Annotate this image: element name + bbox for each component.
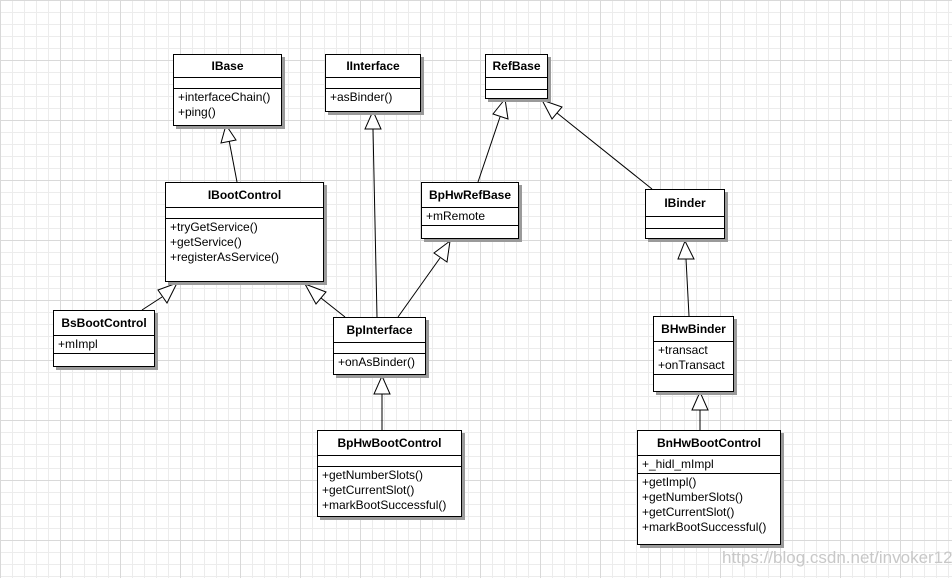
arrow-head-bpinterface (373, 374, 391, 395)
edge-ibootcontrol-ibase (228, 139, 238, 183)
edge-bsbootcontrol-ibootcontrol (141, 296, 163, 311)
class-ibinder[interactable]: IBinder (645, 189, 725, 239)
class-bsbootcontrol[interactable]: BsBootControl +mImpl (53, 310, 155, 367)
operation: +getNumberSlots() (642, 490, 744, 504)
arrow-head-bhwbinder (691, 390, 709, 411)
attributes-section: +mImpl (54, 336, 154, 354)
arrow-head-refbase-left (492, 97, 509, 120)
attributes-section: +_hidl_mImpl (638, 456, 780, 474)
operation: +interfaceChain() (178, 90, 271, 104)
attributes-section: +mRemote (422, 208, 518, 226)
arrow-head-iinterface (364, 109, 382, 130)
class-name: BnHwBootControl (638, 431, 780, 456)
arrow-head-ibinder (677, 239, 695, 260)
attribute: +onTransact (658, 358, 725, 372)
edge-bphwrefbase-refbase (477, 116, 501, 183)
operation: +getNumberSlots() (322, 468, 424, 482)
attributes-section (326, 78, 420, 89)
class-name: BsBootControl (54, 311, 154, 336)
operation: +asBinder() (330, 90, 393, 104)
edge-bpinterface-ibootcontrol (320, 297, 346, 318)
class-name: BpHwBootControl (318, 431, 461, 456)
class-name: BpHwRefBase (422, 183, 518, 208)
edge-bpinterface-bphwrefbase (397, 257, 441, 318)
attribute: +mRemote (426, 209, 486, 223)
operations-section (646, 229, 724, 239)
arrow-head-ibootcontrol-left (157, 282, 179, 304)
class-bpinterface[interactable]: BpInterface +onAsBinder() (333, 317, 426, 375)
operations-section: +asBinder() (326, 89, 420, 106)
class-name: BpInterface (334, 318, 425, 343)
operation: +ping() (178, 105, 216, 119)
arrow-head-bphwrefbase (433, 239, 451, 263)
class-name: IBinder (646, 190, 724, 217)
operations-section (654, 375, 733, 385)
operation: +tryGetService() (170, 220, 258, 234)
class-name: BHwBinder (654, 317, 733, 342)
attributes-section (334, 343, 425, 354)
watermark: https://blog.csdn.net/invoker123 (722, 548, 952, 567)
attributes-section (318, 456, 461, 467)
attributes-section: +transact +onTransact (654, 342, 733, 375)
class-name: RefBase (486, 55, 547, 78)
operations-section: +onAsBinder() (334, 354, 425, 371)
class-bhwbinder[interactable]: BHwBinder +transact +onTransact (653, 316, 734, 392)
class-bphwrefbase[interactable]: BpHwRefBase +mRemote (421, 182, 519, 239)
attribute: +_hidl_mImpl (642, 457, 714, 471)
operation: +getImpl() (642, 475, 697, 489)
operation: +getService() (170, 235, 242, 249)
arrow-head-ibootcontrol-right (303, 283, 327, 305)
operations-section (486, 90, 547, 100)
class-name: IBase (174, 55, 281, 78)
operation: +markBootSuccessful() (642, 520, 767, 534)
operation: +getCurrentSlot() (642, 505, 735, 519)
class-refbase[interactable]: RefBase (485, 54, 548, 99)
class-iinterface[interactable]: IInterface +asBinder() (325, 54, 421, 112)
edge-bhwbinder-ibinder (685, 258, 690, 317)
edge-ibinder-refbase (556, 112, 653, 190)
operations-section: +getNumberSlots() +getCurrentSlot() +mar… (318, 467, 461, 514)
operation: +registerAsService() (170, 250, 280, 264)
class-bnhwbootcontrol[interactable]: BnHwBootControl +_hidl_mImpl +getImpl() … (637, 430, 781, 545)
operations-section: +getImpl() +getNumberSlots() +getCurrent… (638, 474, 780, 536)
edge-bpinterface-iinterface (372, 128, 378, 318)
arrow-head-ibase (220, 123, 237, 144)
class-ibootcontrol[interactable]: IBootControl +tryGetService() +getServic… (165, 182, 324, 282)
attributes-section (174, 78, 281, 89)
attribute: +mImpl (58, 337, 98, 351)
attributes-section (486, 78, 547, 90)
operations-section: +tryGetService() +getService() +register… (166, 219, 323, 266)
operations-section (422, 226, 518, 236)
arrow-head-refbase-right (540, 99, 563, 120)
class-bphwbootcontrol[interactable]: BpHwBootControl +getNumberSlots() +getCu… (317, 430, 462, 517)
attributes-section (166, 208, 323, 219)
operations-section (54, 354, 154, 364)
class-name: IBootControl (166, 183, 323, 208)
attributes-section (646, 217, 724, 229)
operation: +markBootSuccessful() (322, 498, 447, 512)
class-name: IInterface (326, 55, 420, 78)
operation: +getCurrentSlot() (322, 483, 415, 497)
operations-section: +interfaceChain() +ping() (174, 89, 281, 121)
operation: +onAsBinder() (338, 355, 416, 369)
attribute: +transact (658, 343, 708, 357)
class-ibase[interactable]: IBase +interfaceChain() +ping() (173, 54, 282, 126)
